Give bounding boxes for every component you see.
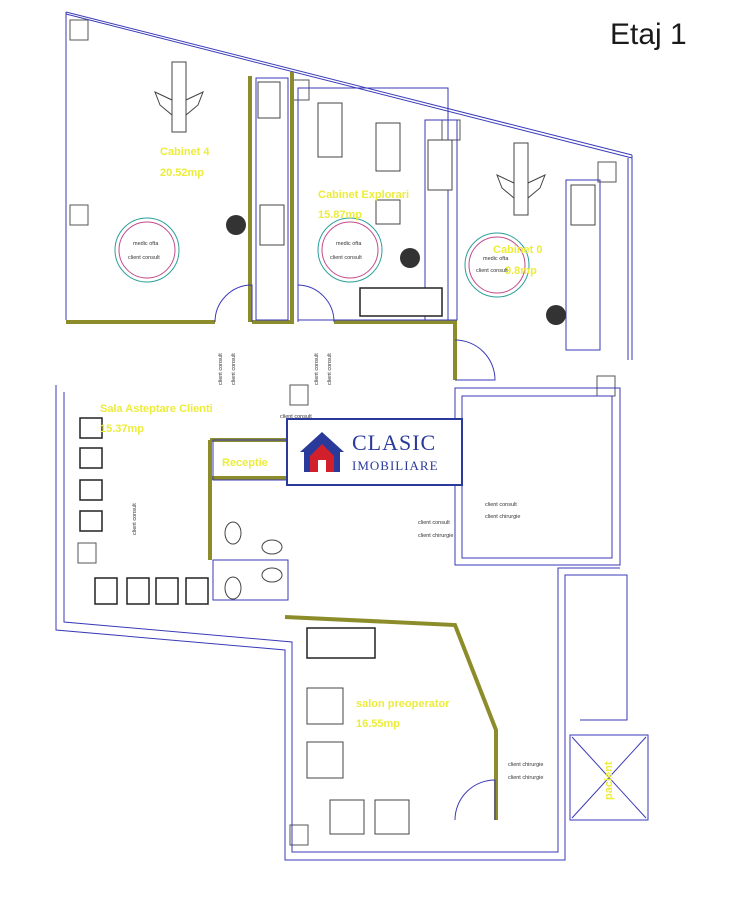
column-hatches	[69, 19, 617, 846]
room-explorari-area: 15.87mp	[318, 209, 362, 221]
room-pacient-name: pacient	[603, 761, 615, 800]
company-logo: CLASIC IMOBILIARE	[286, 418, 463, 486]
label-medic-ofta: medic ofta	[336, 241, 362, 247]
label-client-chirurgie: client chirurgie	[418, 533, 453, 539]
label-client-consult: client consult	[231, 353, 237, 385]
bins	[226, 215, 566, 325]
room-salon-name: salon preoperator	[356, 698, 450, 710]
label-medic-ofta: medic ofta	[483, 256, 509, 262]
sinks	[257, 81, 596, 226]
pacient-box	[571, 736, 647, 819]
label-client-consult: client consult	[330, 255, 362, 261]
label-client-chirurgie: client chirurgie	[508, 762, 543, 768]
room-cabinet0-area: 9.8mp	[505, 265, 537, 277]
interior-walls	[55, 77, 649, 861]
label-client-consult: client consult	[476, 268, 508, 274]
room-cabinet0-name: Cabinet 0	[493, 244, 543, 256]
label-client-consult: client consult	[218, 353, 224, 385]
room-explorari-name: Cabinet Explorari	[318, 189, 409, 201]
label-client-consult: client consult	[128, 255, 160, 261]
label-client-consult: client consult	[132, 503, 138, 535]
label-medic-ofta: medic ofta	[133, 241, 159, 247]
logo-line1: CLASIC	[352, 430, 437, 455]
desks	[259, 102, 401, 246]
label-client-consult: client consult	[314, 353, 320, 385]
room-reception-name: Receptie	[222, 457, 268, 469]
label-client-consult: client consult	[280, 414, 312, 420]
label-client-consult: client consult	[418, 520, 450, 526]
room-waiting-area: 15.37mp	[100, 423, 144, 435]
label-client-consult: client consult	[327, 353, 333, 385]
room-waiting-name: Sala Asteptare Clienti	[100, 403, 213, 415]
doors	[214, 284, 496, 821]
waiting-chairs	[79, 287, 443, 659]
label-client-chirurgie: client chirurgie	[485, 514, 520, 520]
room-cabinet4-name: Cabinet 4	[160, 146, 210, 158]
label-client-chirurgie: client chirurgie	[508, 775, 543, 781]
logo-line2: IMOBILIARE	[352, 458, 439, 473]
floor-title: Etaj 1	[610, 18, 687, 51]
label-client-consult: client consult	[485, 502, 517, 508]
armchairs	[306, 687, 410, 835]
exam-chairs	[154, 61, 546, 216]
toilets	[224, 521, 283, 600]
room-salon-area: 16.55mp	[356, 718, 400, 730]
house-logo-icon	[300, 432, 344, 472]
consult-circles	[114, 217, 530, 298]
room-cabinet4-area: 20.52mp	[160, 167, 204, 179]
